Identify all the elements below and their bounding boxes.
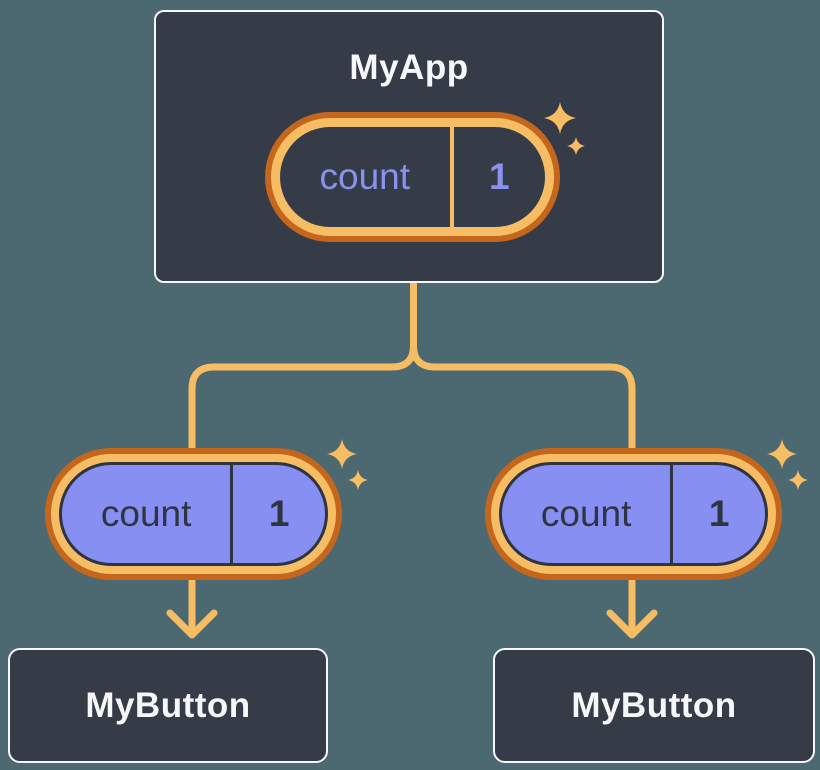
sparkle-icon: [348, 470, 368, 490]
prop-value: 1: [708, 493, 730, 534]
sparkle-icon: [327, 439, 357, 469]
child-component-box-left: MyButton: [8, 648, 328, 763]
child-component-box-right: MyButton: [493, 648, 815, 763]
state-pill-core: count 1: [280, 127, 545, 227]
prop-name: count: [540, 493, 632, 534]
child-component-label: MyButton: [571, 685, 737, 725]
root-component-label: MyApp: [349, 48, 469, 87]
state-value: 1: [489, 156, 510, 197]
prop-pill-core: count 1: [499, 462, 768, 566]
sparkle-icon: [788, 470, 808, 490]
prop-pill-left: count 1: [45, 448, 342, 580]
arrow-down-icon: [166, 609, 218, 639]
pill-divider: [449, 127, 454, 227]
prop-value: 1: [268, 493, 290, 534]
pill-divider: [670, 465, 674, 563]
state-name: count: [319, 156, 411, 197]
state-pill: count 1: [265, 112, 560, 242]
prop-name: count: [100, 493, 192, 534]
sparkle-icon: [767, 439, 797, 469]
child-component-label: MyButton: [85, 685, 251, 725]
arrow-down-icon: [606, 609, 658, 639]
prop-pill-core: count 1: [59, 462, 328, 566]
prop-pill-right: count 1: [485, 448, 782, 580]
